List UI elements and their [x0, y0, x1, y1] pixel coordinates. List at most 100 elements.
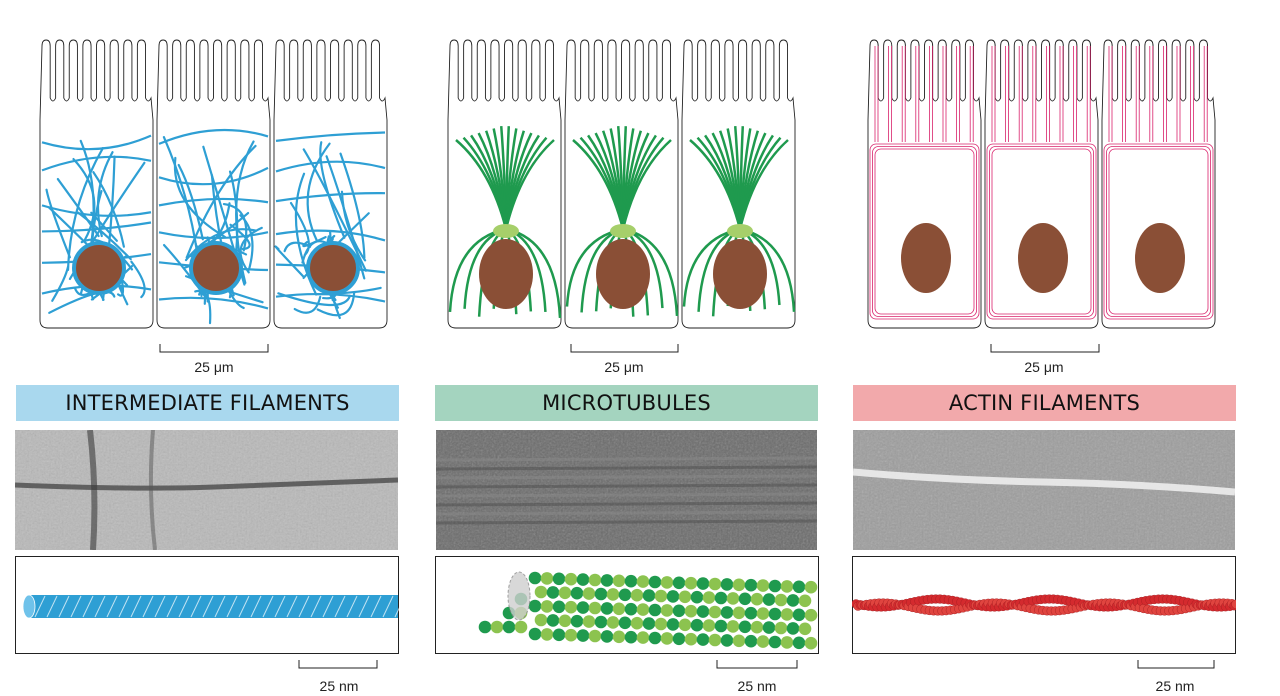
tubulin-subunit: [709, 578, 722, 591]
tubulin-subunit: [769, 608, 782, 621]
tubulin-subunit: [553, 573, 566, 586]
tubulin-subunit: [625, 575, 638, 588]
tubulin-subunit: [571, 615, 584, 628]
tubulin-subunit: [571, 587, 584, 600]
tubulin-subunit: [491, 621, 504, 634]
tubulin-subunit: [769, 636, 782, 649]
tubulin-subunit: [595, 616, 608, 629]
tubulin-subunit: [793, 581, 806, 594]
tubulin-subunit: [667, 590, 680, 603]
tubulin-subunit: [565, 601, 578, 614]
microvilli: [1102, 40, 1215, 120]
microtubule-cells-drawing: [430, 30, 850, 375]
tubulin-subunit: [625, 631, 638, 644]
tubulin-subunit: [781, 636, 794, 649]
tubulin-subunit: [685, 605, 698, 618]
tubulin-subunit: [613, 603, 626, 616]
tubulin-subunit: [673, 577, 686, 590]
tubulin-subunit: [673, 605, 686, 618]
tubulin-subunit: [727, 620, 740, 633]
tubulin-subunit: [631, 617, 644, 630]
cell-scale-bar: [991, 344, 1099, 352]
tubulin-subunit: [661, 604, 674, 617]
tubulin-subunit: [547, 586, 560, 599]
tubulin-subunit: [721, 634, 734, 647]
tubulin-subunit: [631, 589, 644, 602]
tubulin-subunit: [529, 572, 542, 585]
tubulin-subunit: [613, 575, 626, 588]
tubulin-subunit: [727, 592, 740, 605]
tubulin-subunit: [637, 631, 650, 644]
tubulin-subunit: [739, 593, 752, 606]
tubulin-subunit: [479, 621, 492, 634]
tubulin-subunit: [503, 621, 516, 634]
tubule-striation: [436, 485, 817, 487]
tubulin-subunit: [535, 614, 548, 627]
tubulin-subunit: [685, 577, 698, 590]
rope-end: [23, 595, 35, 618]
tubulin-subunit: [733, 579, 746, 592]
tubulin-subunit: [625, 603, 638, 616]
nucleus: [479, 239, 533, 309]
microvilli: [40, 40, 153, 120]
tubulin-subunit: [565, 573, 578, 586]
actin-cells-drawing: [850, 30, 1280, 375]
tubulin-subunit: [541, 600, 554, 613]
nucleus: [1018, 223, 1068, 293]
cell-scale-bar: [571, 344, 678, 352]
tubulin-subunit: [529, 600, 542, 613]
microtubule-model: [435, 556, 819, 696]
tubulin-subunit: [757, 607, 770, 620]
tubulin-subunit: [721, 578, 734, 591]
tubulin-subunit: [697, 577, 710, 590]
tubulin-subunit: [649, 576, 662, 589]
tubulin-subunit: [541, 572, 554, 585]
tubulin-subunit: [679, 619, 692, 632]
tubulin-subunit: [763, 621, 776, 634]
tubulin-subunit: [691, 591, 704, 604]
tubulin-subunit: [793, 609, 806, 622]
tubulin-subunit: [655, 590, 668, 603]
tubulin-subunit: [691, 619, 704, 632]
actin-filament-model: [852, 556, 1236, 696]
centrosome: [493, 224, 519, 238]
tubulin-subunit: [529, 628, 542, 641]
tubulin-subunit: [661, 632, 674, 645]
tubulin-subunit: [781, 580, 794, 593]
tubulin-subunit: [805, 637, 818, 650]
tubulin-subunit: [775, 622, 788, 635]
tubule-striation: [436, 494, 817, 496]
tubulin-subunit: [799, 595, 812, 608]
tubulin-subunit: [787, 622, 800, 635]
tubulin-subunit: [649, 604, 662, 617]
tubulin-subunit: [763, 593, 776, 606]
tubulin-subunit: [619, 589, 632, 602]
nucleus: [901, 223, 951, 293]
micrograph-noise: [15, 430, 398, 550]
tubulin-subunit: [577, 601, 590, 614]
tubulin-subunit: [697, 633, 710, 646]
microvilli: [448, 40, 561, 120]
microvilli: [985, 40, 1098, 120]
banner-intermediate-filaments: INTERMEDIATE FILAMENTS: [16, 385, 399, 421]
intermediate-electron-micrograph: [15, 430, 398, 550]
tubulin-subunit: [733, 635, 746, 648]
intermediate-filament: [195, 291, 210, 323]
tubulin-subunit: [703, 619, 716, 632]
tubulin-subunit: [601, 602, 614, 615]
tubule-striation: [436, 476, 817, 478]
tubulin-subunit: [745, 579, 758, 592]
tubulin-subunit: [757, 635, 770, 648]
tubulin-subunit: [541, 628, 554, 641]
tubulin-subunit: [775, 594, 788, 607]
tubulin-subunit: [553, 629, 566, 642]
nucleus: [713, 239, 767, 309]
tubulin-subunit: [607, 616, 620, 629]
tubulin-subunit: [745, 635, 758, 648]
microtubule-electron-micrograph: [436, 430, 817, 550]
tubulin-subunit: [547, 614, 560, 627]
tubulin-subunit: [583, 587, 596, 600]
tubulin-subunit: [577, 629, 590, 642]
tubulin-subunit: [637, 575, 650, 588]
tubulin-subunit: [583, 615, 596, 628]
